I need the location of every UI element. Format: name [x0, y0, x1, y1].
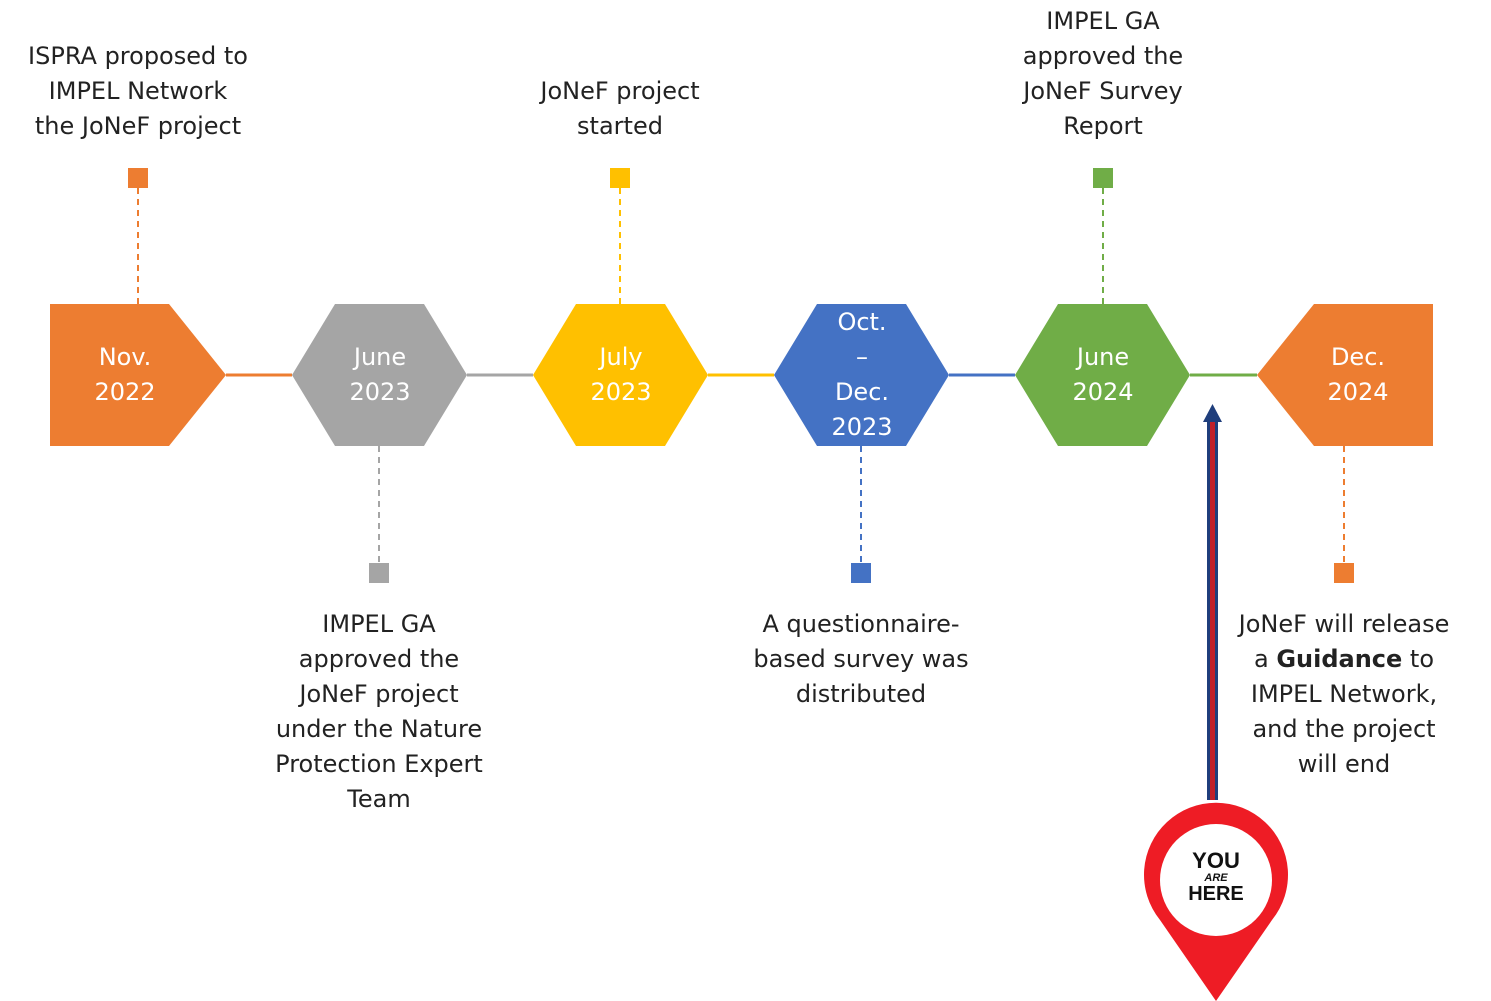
caption-line: and the project — [1252, 715, 1436, 743]
node-oct-dec-2023-year: 2023 — [831, 413, 893, 441]
marker-square-june-2023 — [369, 563, 389, 583]
node-june-2024-month: June — [1076, 343, 1130, 371]
caption-text: to — [1402, 645, 1435, 673]
caption-line: under the Nature — [275, 715, 483, 743]
node-july-2023-year: 2023 — [590, 378, 652, 406]
caption-line: A questionnaire- — [762, 610, 960, 638]
node-june-2023-shape — [292, 304, 467, 446]
node-oct-dec-2023-label: Oct. – Dec. 2023 — [797, 305, 927, 445]
caption-dec-2024: JoNeF will release a Guidance to IMPEL N… — [1224, 607, 1464, 782]
caption-oct-dec-2023: A questionnaire- based survey was distri… — [736, 607, 986, 712]
caption-text: a — [1253, 645, 1277, 673]
caption-line: ISPRA proposed to — [28, 42, 248, 70]
up-arrow-icon — [1203, 404, 1222, 800]
caption-line: Report — [1063, 112, 1143, 140]
you-text: YOU — [1192, 848, 1240, 873]
caption-line: Protection Expert — [275, 750, 483, 778]
caption-line-guidance: a Guidance to — [1224, 642, 1464, 677]
here-text: HERE — [1188, 883, 1244, 905]
node-dec-2024-month: Dec. — [1330, 343, 1386, 371]
marker-square-nov-2022 — [128, 168, 148, 188]
caption-line: IMPEL Network — [48, 77, 228, 105]
caption-june-2024: IMPEL GA approved the JoNeF Survey Repor… — [1003, 4, 1203, 144]
caption-nov-2022: ISPRA proposed to IMPEL Network the JoNe… — [8, 39, 268, 144]
marker-square-june-2024 — [1093, 168, 1113, 188]
node-june-2024-label: June 2024 — [1038, 340, 1168, 410]
node-nov-2022-label: Nov. 2022 — [60, 340, 190, 410]
caption-june-2023: IMPEL GA approved the JoNeF project unde… — [264, 607, 494, 817]
caption-line: Team — [347, 785, 411, 813]
marker-square-oct-dec-2023 — [851, 563, 871, 583]
caption-line: distributed — [795, 680, 927, 708]
caption-line: JoNeF Survey — [1023, 77, 1183, 105]
node-dec-2024-year: 2024 — [1327, 378, 1389, 406]
marker-square-july-2023 — [610, 168, 630, 188]
caption-line: IMPEL GA — [1046, 7, 1160, 35]
node-june-2023-label: June 2023 — [315, 340, 445, 410]
node-nov-2022-month: Nov. — [98, 343, 152, 371]
node-july-2023-shape — [533, 304, 708, 446]
are-text: ARE — [1204, 872, 1228, 884]
caption-july-2023: JoNeF project started — [510, 74, 730, 144]
node-july-2023-month: July — [599, 343, 643, 371]
location-pin-icon — [1144, 802, 1288, 1001]
node-july-2023-label: July 2023 — [556, 340, 686, 410]
caption-line: based survey was — [753, 645, 969, 673]
node-nov-2022-shape — [50, 304, 226, 446]
caption-line: approved the — [298, 645, 460, 673]
node-june-2023-year: 2023 — [349, 378, 411, 406]
caption-line: JoNeF project — [540, 77, 700, 105]
caption-line: JoNeF project — [299, 680, 459, 708]
node-oct-dec-2023-shape — [774, 304, 949, 446]
node-june-2023-month: June — [353, 343, 407, 371]
caption-line: will end — [1297, 750, 1391, 778]
caption-line: the JoNeF project — [34, 112, 242, 140]
caption-line: started — [577, 112, 663, 140]
caption-line: JoNeF will release — [1238, 610, 1450, 638]
marker-square-dec-2024 — [1334, 563, 1354, 583]
node-june-2024-year: 2024 — [1072, 378, 1134, 406]
caption-line: IMPEL GA — [322, 610, 436, 638]
caption-line: approved the — [1022, 42, 1184, 70]
node-oct-dec-2023-end: Dec. — [834, 378, 890, 406]
node-nov-2022-year: 2022 — [94, 378, 156, 406]
caption-line: IMPEL Network, — [1250, 680, 1438, 708]
node-dec-2024-label: Dec. 2024 — [1293, 340, 1423, 410]
you-are-here-label: YOU ARE HERE — [1166, 850, 1266, 905]
node-oct-dec-2023-start: Oct. — [837, 308, 887, 336]
node-oct-dec-2023-dash: – — [856, 343, 868, 371]
node-june-2024-shape — [1015, 304, 1190, 446]
guidance-highlight: Guidance — [1276, 645, 1403, 673]
node-dec-2024-shape — [1257, 304, 1433, 446]
